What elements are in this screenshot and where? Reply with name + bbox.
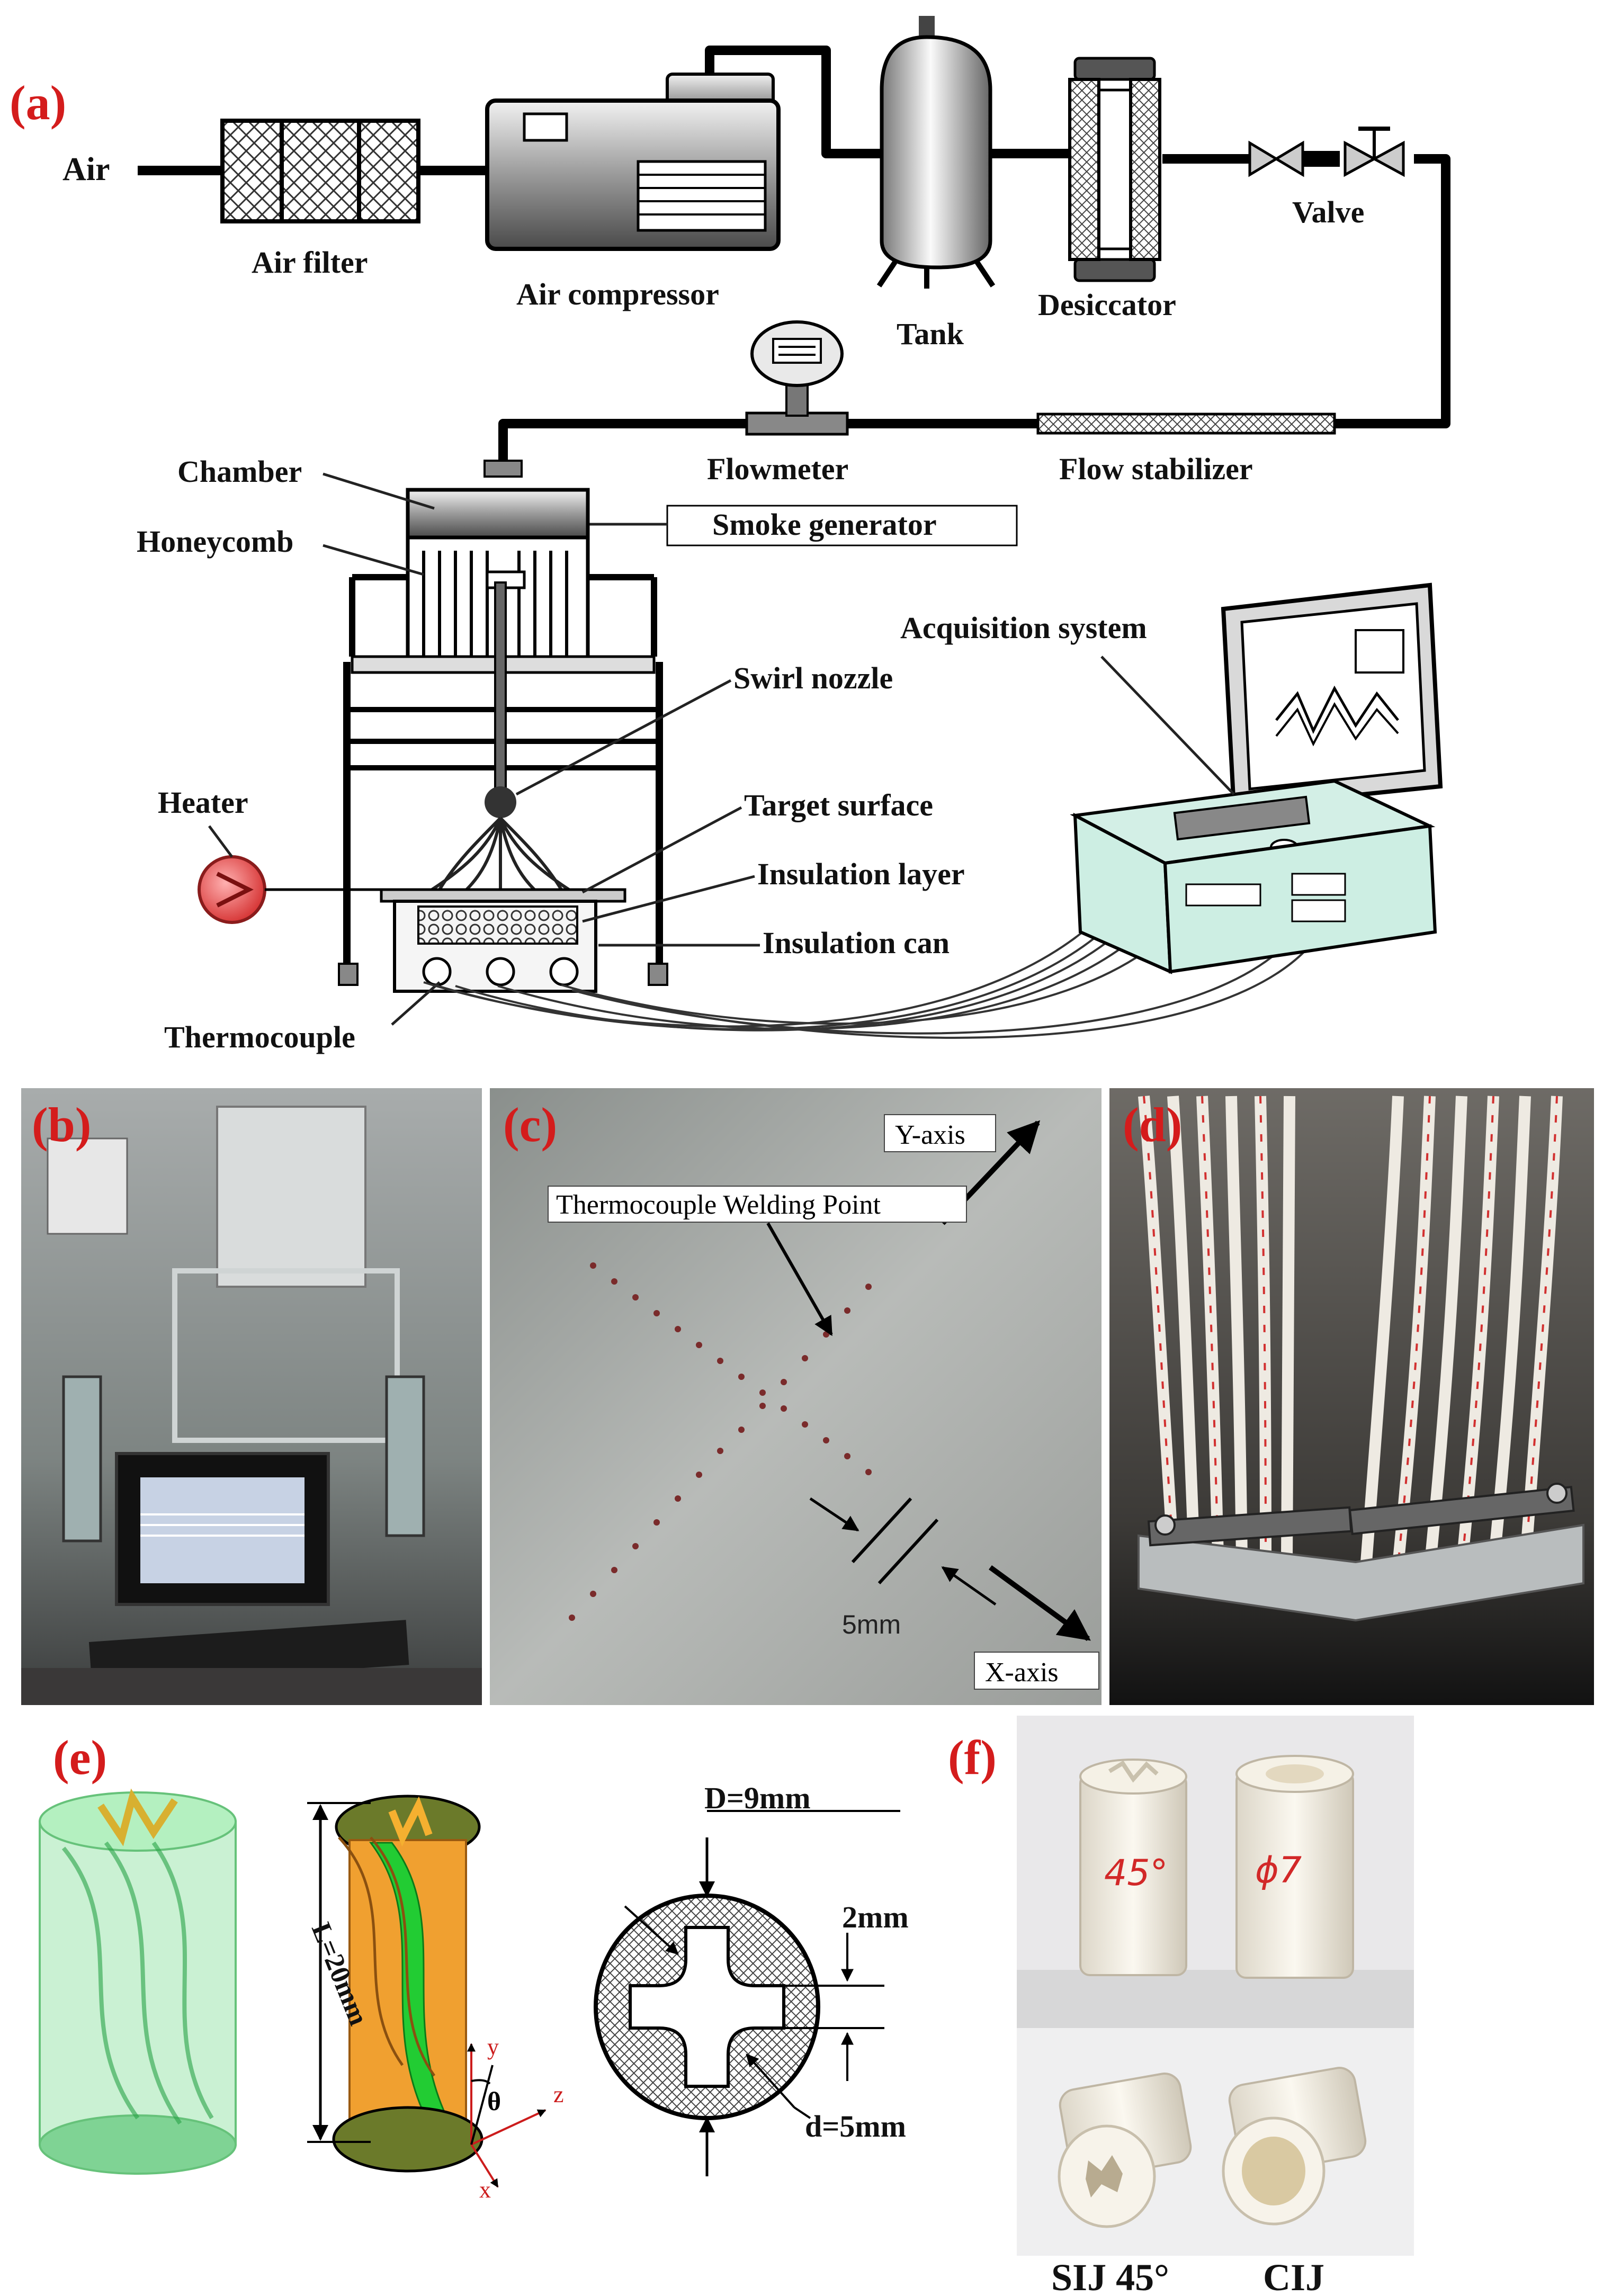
panel-b-lab-photo: (b): [21, 1088, 482, 1705]
flow-stabilizer: [1036, 412, 1336, 435]
desiccator-label: Desiccator: [1038, 288, 1176, 322]
tank: [876, 16, 996, 289]
tank-label: Tank: [897, 317, 964, 351]
desiccator: [1068, 57, 1161, 282]
valve: [1248, 127, 1405, 177]
panel-b-label: (b): [32, 1098, 91, 1152]
test-stand: [338, 574, 668, 986]
panel-d-label: (d): [1123, 1098, 1182, 1152]
insulation-can-label: Insulation can: [763, 926, 950, 960]
chamber-label: Chamber: [177, 454, 302, 489]
heater: [198, 855, 381, 924]
sample-sij-end-view: [1058, 2073, 1192, 2228]
sample-sij-upright: 45°: [1079, 1759, 1187, 1976]
swirl-nozzle: [423, 786, 578, 896]
flowmeter: [745, 320, 849, 436]
panel-a-label: (a): [10, 76, 66, 130]
air-compressor: [485, 73, 781, 251]
caption-sij: SIJ 45°: [1051, 2256, 1169, 2296]
x-axis-label: X-axis: [985, 1657, 1059, 1688]
sample-cij-end-view: [1222, 2067, 1367, 2226]
slot-width-label: 2mm: [842, 1900, 909, 1934]
acquisition-system: [1070, 582, 1443, 974]
swirl-nozzle-model: [332, 1795, 547, 2188]
panel-f-label: (f): [948, 1730, 997, 1784]
acquisition-system-label: Acquisition system: [900, 611, 1147, 645]
swirl-nozzle-label: Swirl nozzle: [733, 661, 893, 695]
outer-diameter-label: D=9mm: [704, 1781, 811, 1815]
air-compressor-label: Air compressor: [516, 277, 719, 311]
air-filter-label: Air filter: [252, 245, 368, 280]
smoke-generator-label: Smoke generator: [712, 507, 937, 542]
spacing-label: 5mm: [842, 1610, 901, 1639]
panel-a-schematic: (a) Air Air filter Air compressor: [10, 16, 1450, 1054]
theta-label: θ: [487, 2086, 501, 2116]
smoke-generator-box: [666, 505, 1018, 546]
caption-cij: CIJ: [1263, 2256, 1324, 2296]
nozzle-cross-section: [594, 1810, 900, 2176]
flow-stabilizer-label: Flow stabilizer: [1059, 452, 1253, 486]
air-label: Air: [62, 151, 110, 187]
panel-e-nozzle-geometry: (e) y z x: [39, 1730, 909, 2203]
welding-point-label: Thermocouple Welding Point: [556, 1190, 881, 1220]
y-axis-label: Y-axis: [895, 1120, 965, 1150]
air-filter: [220, 119, 420, 223]
z-axis-label-e: z: [553, 2082, 564, 2107]
valve-label: Valve: [1292, 195, 1364, 229]
heater-label: Heater: [158, 785, 248, 820]
sample-label-phi7: ϕ7: [1255, 1850, 1302, 1891]
flowmeter-label: Flowmeter: [707, 452, 848, 486]
panel-c-label: (c): [503, 1098, 557, 1152]
target-surface-label: Target surface: [744, 788, 933, 822]
panel-f-samples: (f) 45° ϕ7 SIJ 45° CIJ: [948, 1716, 1414, 2296]
sample-cij-upright: ϕ7: [1235, 1755, 1354, 1979]
insulation-layer-label: Insulation layer: [757, 857, 965, 891]
panel-e-label: (e): [53, 1730, 107, 1784]
inner-diameter-label: d=5mm: [805, 2109, 906, 2143]
air-pipe: [138, 46, 1450, 466]
y-axis-label-e: y: [487, 2034, 499, 2060]
x-axis-label-e: x: [479, 2177, 491, 2203]
thermocouple-label: Thermocouple: [164, 1020, 355, 1054]
panel-c-target-plate: Y-axis Thermocouple Welding Point 5mm X-…: [490, 1088, 1101, 1705]
sample-label-45: 45°: [1104, 1852, 1168, 1894]
transparent-nozzle-model: [39, 1788, 237, 2175]
target-assembly: [380, 888, 626, 993]
panel-d-wires-photo: (d): [1109, 1088, 1594, 1705]
honeycomb-label: Honeycomb: [137, 524, 293, 559]
